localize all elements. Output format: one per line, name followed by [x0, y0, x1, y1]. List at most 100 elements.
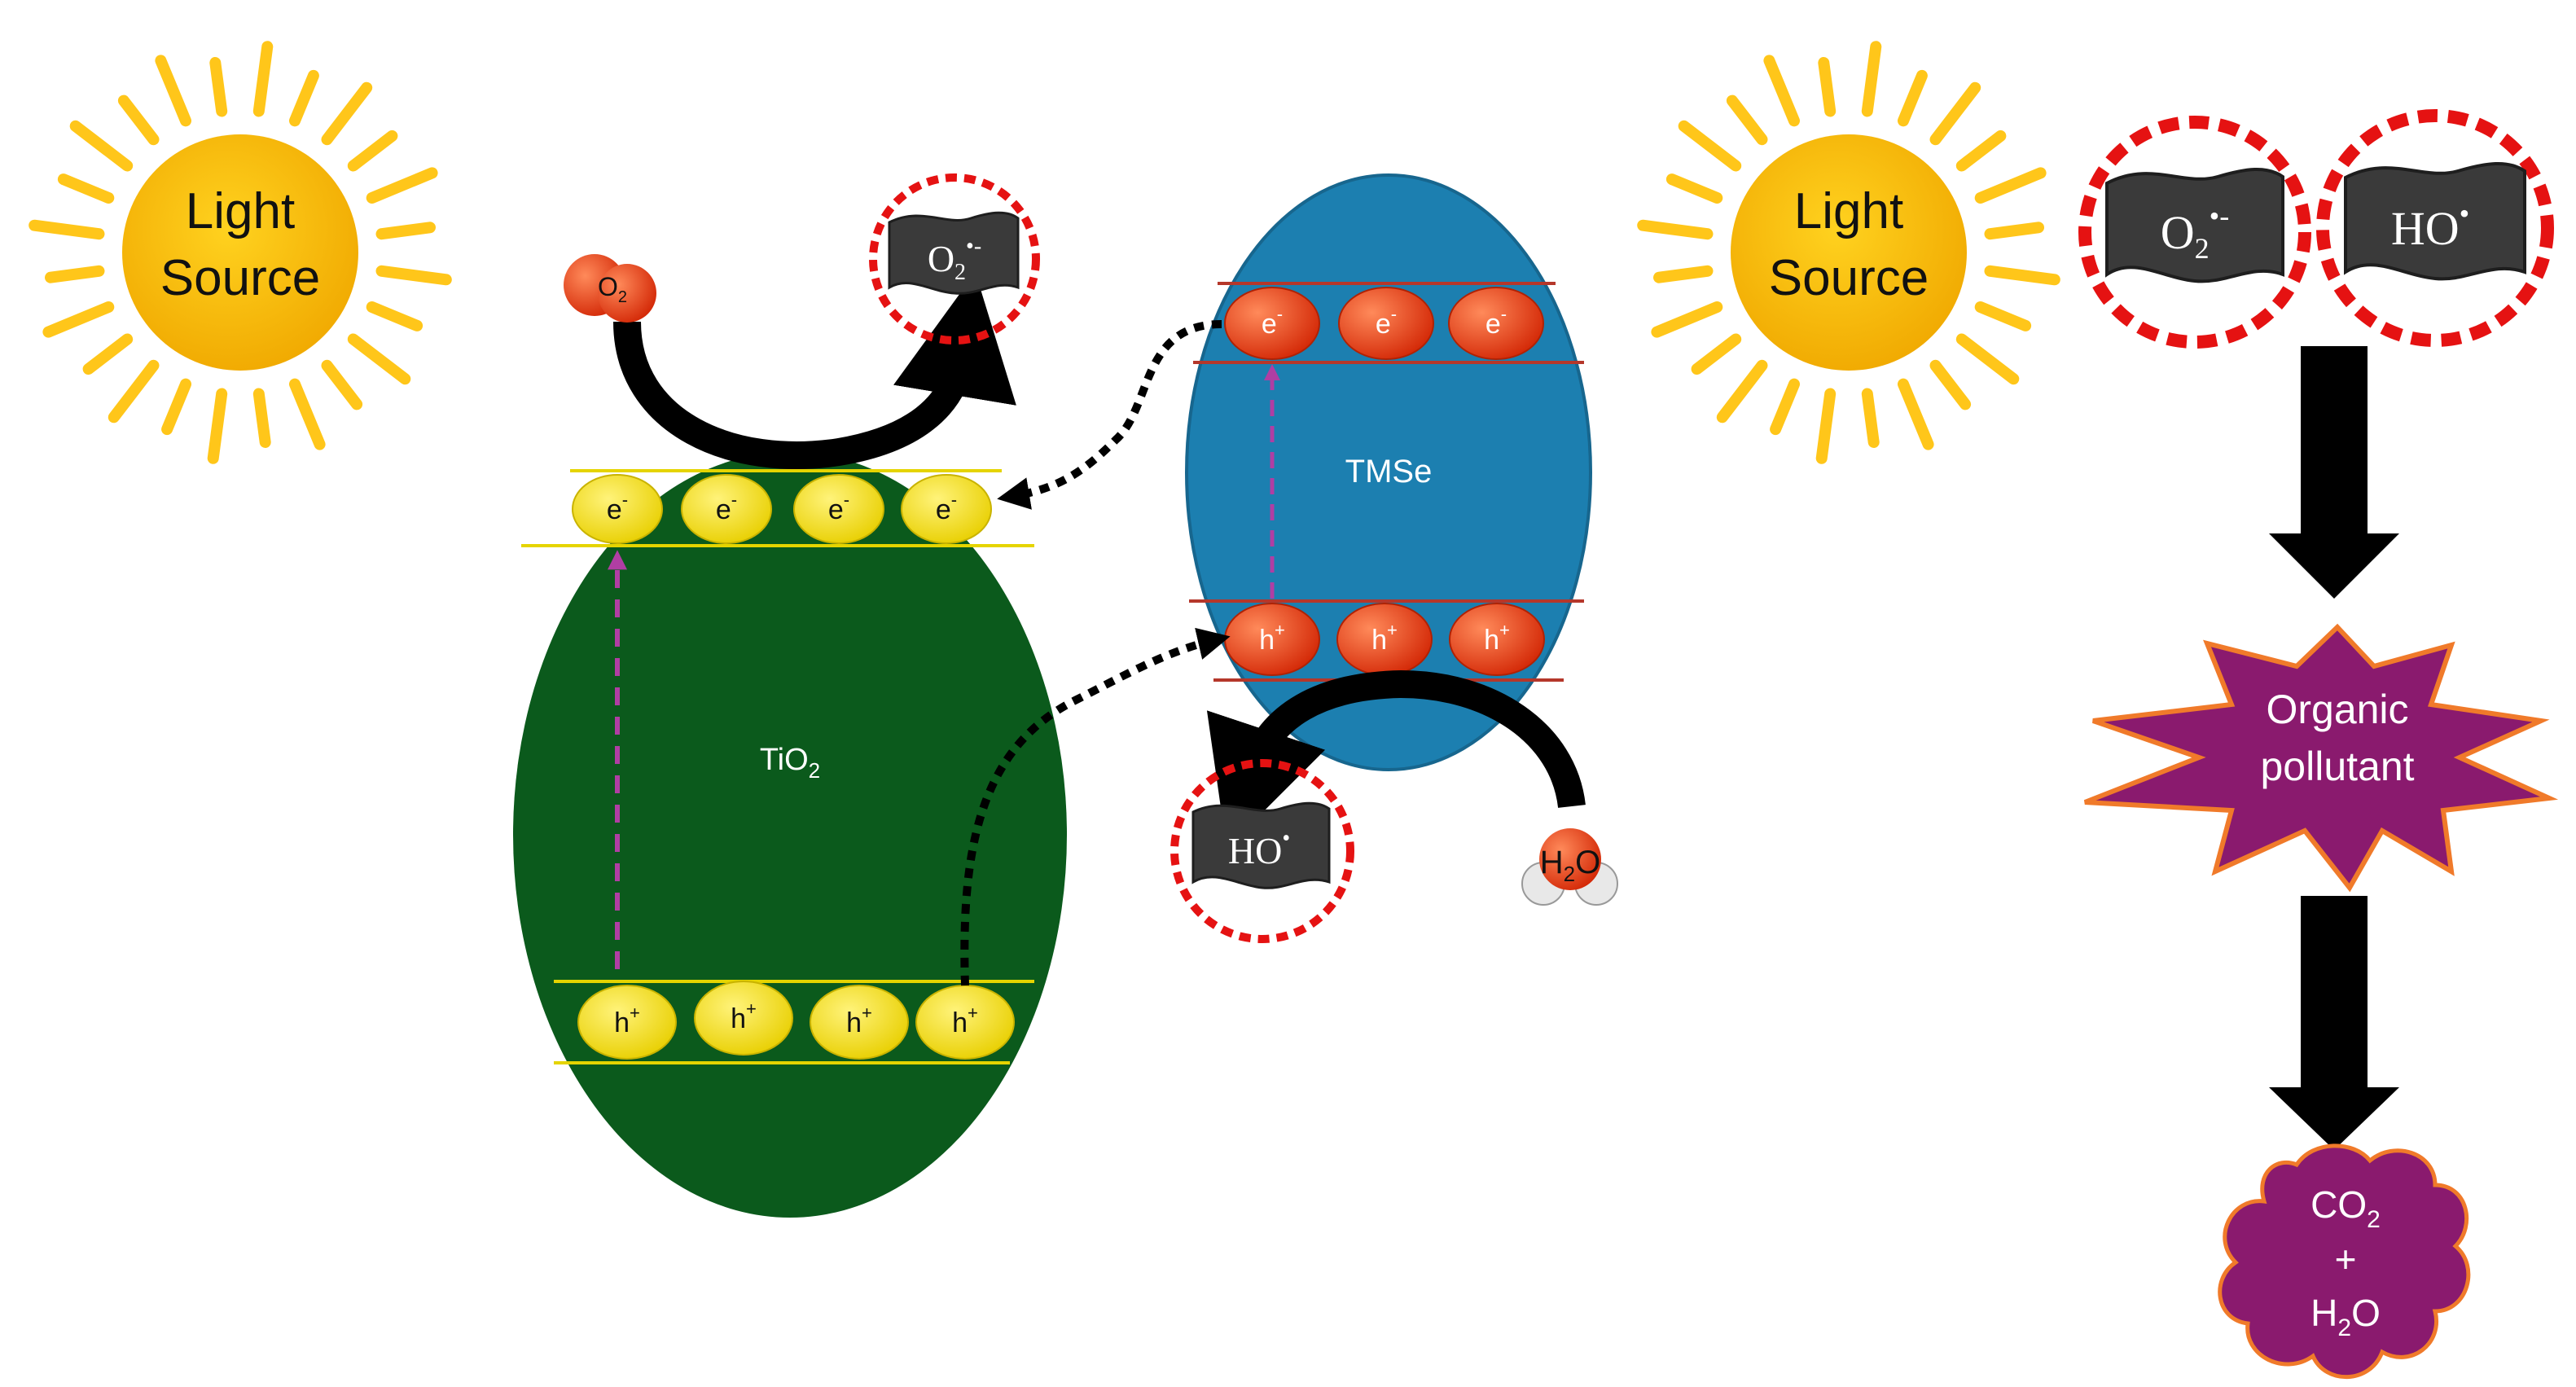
sun-ray — [207, 388, 228, 464]
superoxide-radical-panel: O2•- — [2078, 116, 2311, 349]
sun-ray — [1984, 222, 2044, 240]
tmse-holes: h+ h+ h+ — [1224, 603, 1545, 676]
sun-ray — [1678, 120, 1742, 172]
hydroxyl-radical-panel: HO• — [2316, 109, 2554, 347]
svg-text:e-: e- — [607, 489, 628, 525]
svg-text:O2: O2 — [598, 272, 627, 306]
sun-ray — [1653, 265, 1714, 283]
superoxide-radical-product: O2•- — [869, 173, 1040, 345]
svg-text:HO•: HO• — [2391, 197, 2469, 255]
svg-text:h+: h+ — [731, 999, 757, 1034]
hole-carrier: h+ — [1449, 603, 1545, 676]
sun-ray — [1770, 378, 1800, 436]
hole-carrier: h+ — [577, 985, 677, 1060]
sun-ray — [366, 167, 438, 204]
hole-transfer-arrow — [960, 627, 1231, 986]
radical-highlight-ring — [2078, 116, 2311, 349]
products-line1: CO2 — [2311, 1183, 2381, 1233]
light-source-sun-right: Light Source — [1637, 41, 2060, 464]
tmse-conduction-band — [1193, 282, 1584, 364]
svg-text:e-: e- — [1262, 304, 1283, 340]
water-oxidation-arrow — [1206, 669, 1586, 849]
electron-carrier: e- — [572, 474, 663, 544]
electron-carrier: e- — [793, 474, 884, 544]
electron-carrier: e- — [1224, 287, 1320, 360]
svg-text:H2O: H2O — [1540, 845, 1600, 886]
products-line2: + — [2335, 1238, 2357, 1280]
sun-ray — [45, 265, 105, 283]
sun-ray — [1861, 41, 1882, 117]
electron-carrier: e- — [681, 474, 772, 544]
sun-label-line1-right: Light — [1794, 183, 1903, 239]
sun-disc-left — [122, 134, 358, 371]
sun-ray — [1955, 129, 2007, 172]
tio2-particle — [513, 452, 1067, 1218]
svg-text:h+: h+ — [1484, 620, 1510, 656]
sun-ray — [82, 333, 134, 375]
sun-ray — [69, 120, 134, 172]
tio2-valence-band — [554, 980, 1034, 1064]
sun-rays-right — [1637, 41, 2060, 464]
sun-ray — [1898, 69, 1928, 127]
sun-ray — [1861, 388, 1880, 448]
organic-pollutant-burst: Organic pollutant — [2083, 623, 2559, 893]
oxygen-reduction-arrow — [613, 272, 1016, 469]
sun-ray — [1929, 81, 1981, 146]
down-arrow-pollutant-to-products — [2269, 896, 2399, 1150]
sun-ray — [1815, 388, 1837, 464]
electron-carrier: e- — [901, 474, 992, 544]
sun-label-line2-left: Source — [160, 250, 320, 306]
sun-ray — [289, 378, 326, 450]
tio2-holes: h+ h+ h+ h+ — [577, 981, 1015, 1060]
svg-text:e-: e- — [936, 489, 957, 525]
svg-text:O2•-: O2•- — [2161, 200, 2229, 265]
sun-label-line1-left: Light — [186, 183, 295, 239]
sun-ray — [252, 388, 271, 448]
svg-text:e-: e- — [828, 489, 849, 525]
sun-ray — [347, 129, 398, 172]
pollutant-label-line2: pollutant — [2260, 744, 2414, 789]
svg-text:h+: h+ — [952, 1003, 978, 1038]
hole-carrier: h+ — [694, 981, 793, 1056]
sun-ray — [1691, 333, 1742, 375]
electron-carrier: e- — [1338, 287, 1434, 360]
hole-carrier: h+ — [810, 985, 909, 1060]
radical-flag-shape — [1191, 801, 1331, 889]
sun-ray — [108, 359, 160, 424]
svg-text:e-: e- — [1376, 304, 1397, 340]
tio2-conduction-band — [521, 469, 1034, 547]
sun-ray — [1818, 57, 1837, 117]
sun-ray — [1898, 378, 1934, 450]
hole-carrier: h+ — [1224, 603, 1320, 676]
radical-highlight-ring — [2316, 109, 2554, 347]
sun-ray — [1984, 265, 2060, 286]
hydroxyl-radical-product: HO• — [1170, 759, 1354, 943]
light-source-sun-left: Light Source — [29, 41, 452, 464]
sun-ray — [29, 219, 105, 240]
oxygen-molecule: O2 — [564, 254, 656, 323]
svg-text:h+: h+ — [614, 1003, 640, 1038]
sun-ray — [1763, 55, 1800, 127]
sun-ray — [321, 81, 373, 146]
sun-ray — [347, 333, 411, 385]
radical-highlight-ring — [869, 173, 1040, 345]
radical-flag-shape — [2105, 168, 2284, 283]
svg-text:e-: e- — [1485, 304, 1507, 340]
sun-ray — [155, 55, 191, 127]
svg-text:h+: h+ — [1371, 620, 1398, 656]
sun-ray — [252, 41, 274, 117]
sun-ray — [161, 378, 191, 436]
sun-rays-left — [29, 41, 452, 464]
radical-flag-shape — [888, 211, 1020, 295]
sun-ray — [375, 265, 452, 286]
sun-ray — [1955, 333, 2020, 385]
sun-ray — [1716, 359, 1768, 424]
sun-ray — [1726, 94, 1768, 146]
sun-disc-right — [1731, 134, 1967, 371]
svg-text:h+: h+ — [846, 1003, 872, 1038]
hole-carrier: h+ — [1336, 603, 1433, 676]
sun-ray — [57, 173, 115, 204]
svg-text:h+: h+ — [1259, 620, 1285, 656]
sun-ray — [117, 94, 160, 146]
